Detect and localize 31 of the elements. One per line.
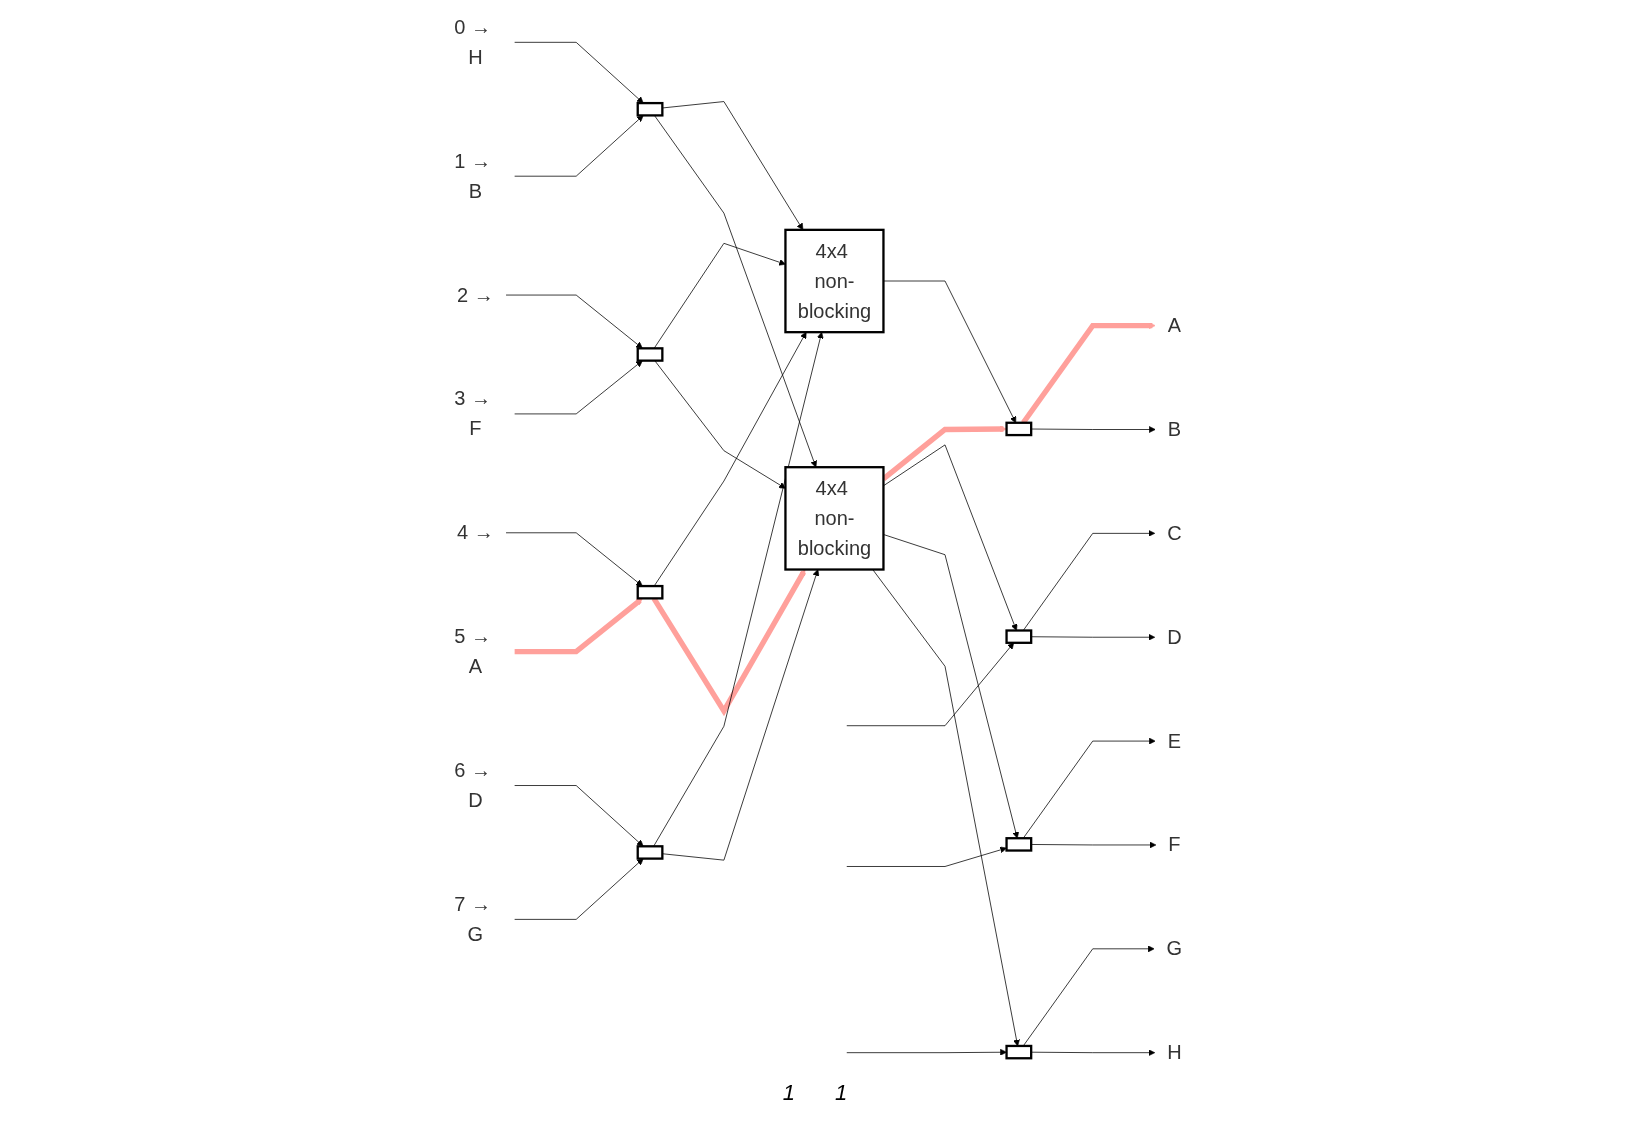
node-box (636, 584, 664, 600)
node-text: 5 → A (453, 624, 491, 678)
arrow (514, 598, 643, 655)
node-text: 4 → (456, 520, 494, 544)
node-box (636, 347, 664, 362)
node-text: D (1166, 625, 1182, 649)
node-text: F (1167, 833, 1181, 857)
node-box (1005, 837, 1032, 852)
arrow (651, 569, 806, 717)
node-text: 7 → G (453, 892, 491, 946)
node-box: 4x4 non-blocking (783, 466, 885, 571)
node-text: H (1166, 1040, 1182, 1064)
node-text: C (1166, 521, 1182, 545)
node-text: 2 → (456, 283, 494, 307)
node-text: 3 → F (453, 386, 491, 441)
direction-label: 1 (835, 1080, 848, 1106)
node-text: G (1166, 936, 1182, 960)
node-text: 6 → D (453, 758, 491, 812)
node-box (1005, 421, 1032, 437)
direction-label: 1 (782, 1080, 795, 1106)
arrow (1020, 322, 1156, 425)
node-box (1005, 1044, 1032, 1060)
node-text: A (1167, 313, 1181, 337)
node-box (636, 845, 664, 860)
node-text: B (1167, 417, 1181, 441)
node-text: 0 → H (453, 15, 491, 69)
node-box (636, 101, 664, 117)
node-box (1005, 629, 1032, 644)
node-text: 1 → B (453, 149, 491, 203)
node-text: E (1167, 729, 1181, 753)
node-box: 4x4 non-blocking (783, 228, 885, 334)
